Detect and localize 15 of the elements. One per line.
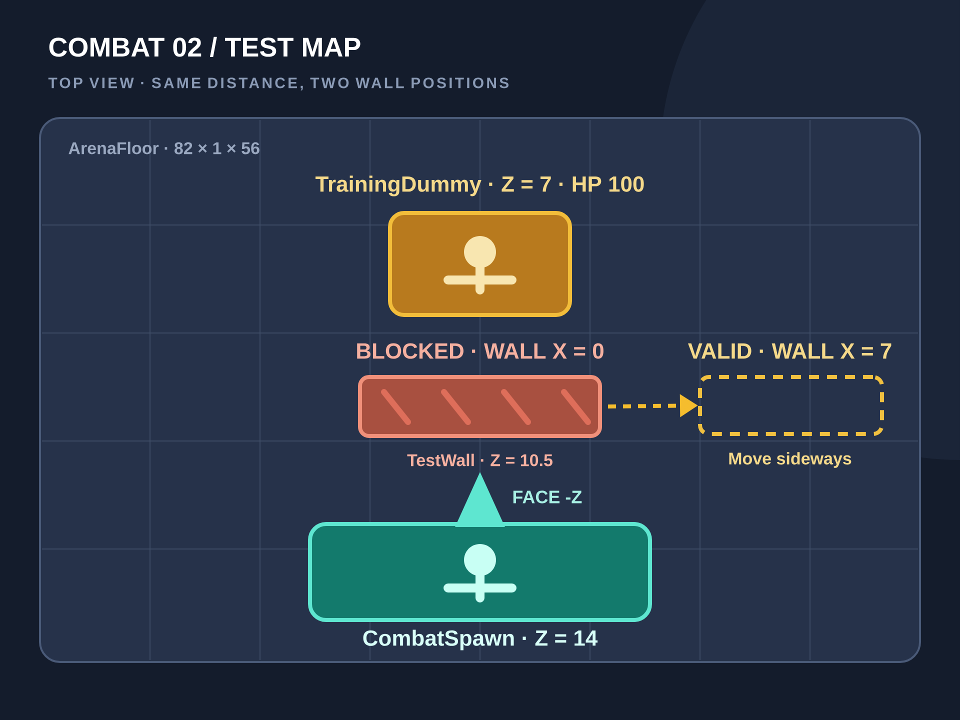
- subtitle: TOP VIEW · SAME DISTANCE, TWO WALL POSITIONS: [48, 78, 509, 90]
- title: COMBAT 02 / TEST MAP: [49, 36, 360, 58]
- facing-arrow: [455, 472, 505, 527]
- node-caption: Move sideways: [729, 452, 852, 468]
- node-heading: ArenaFloor · 82 × 1 × 56: [68, 142, 260, 154]
- edge-label: FACE -Z: [513, 490, 582, 504]
- node-heading: CombatSpawn · Z = 14: [363, 630, 598, 650]
- node-heading: BLOCKED · WALL X = 0: [357, 343, 604, 359]
- node-heading: TrainingDummy · Z = 7 · HP 100: [316, 176, 644, 196]
- dummy-box: [388, 211, 572, 317]
- wall-box: [358, 375, 602, 438]
- ghost-wall-box: [698, 375, 884, 436]
- node-caption: TestWall · Z = 10.5: [407, 454, 552, 466]
- node-heading: VALID · WALL X = 7: [688, 343, 892, 359]
- spawn-box: [308, 522, 652, 622]
